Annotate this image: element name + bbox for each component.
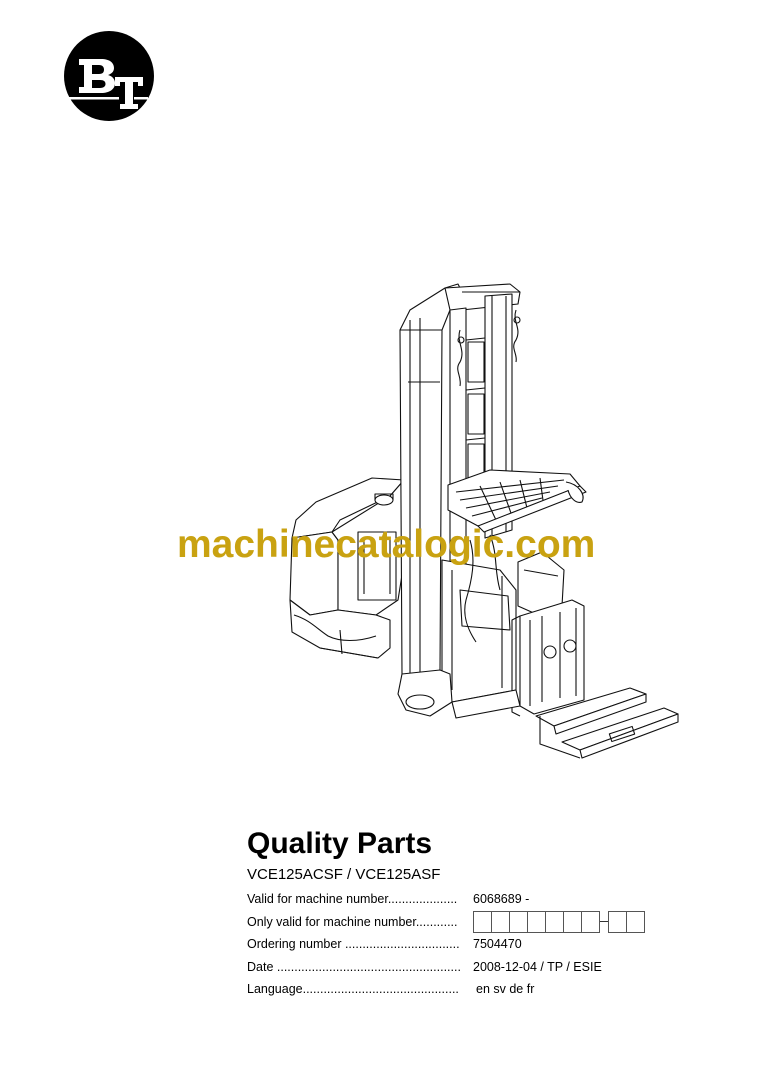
field-value: 6068689 -: [473, 892, 530, 906]
field-label: Language................................…: [247, 982, 459, 996]
document-title: Quality Parts: [247, 827, 433, 860]
digit-box: [563, 911, 581, 933]
digit-box: [473, 911, 491, 933]
digit-box: [626, 911, 645, 933]
digit-box: [491, 911, 509, 933]
digit-box: [545, 911, 563, 933]
field-label: Valid for machine number................…: [247, 892, 458, 906]
model-names: VCE125ACSF / VCE125ASF: [247, 866, 441, 883]
digit-box: [527, 911, 545, 933]
field-value: 2008-12-04 / TP / ESIE: [473, 960, 602, 974]
field-label: Only valid for machine number...........…: [247, 915, 458, 929]
digit-box: [581, 911, 600, 933]
machine-number-boxes: [473, 911, 645, 933]
field-value: en sv de fr: [476, 982, 535, 996]
bt-logo: [63, 25, 155, 127]
field-value: 7504470: [473, 937, 522, 951]
watermark-text: machinecatalogic.com: [177, 523, 596, 566]
bt-logo-icon: [64, 31, 154, 121]
digit-box: [509, 911, 527, 933]
field-label: Ordering number ........................…: [247, 937, 460, 951]
truck-illustration: [280, 270, 680, 760]
separator-dash: [600, 920, 608, 923]
field-label: Date ...................................…: [247, 960, 461, 974]
digit-box: [608, 911, 626, 933]
